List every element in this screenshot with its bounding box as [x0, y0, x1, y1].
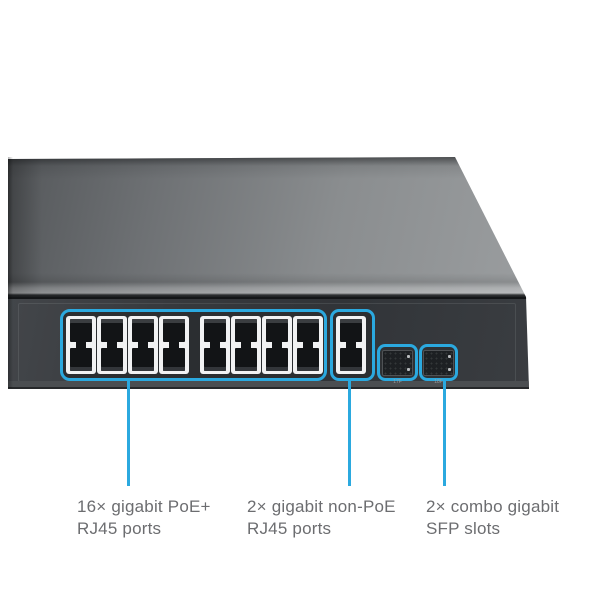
rj45-jack-top — [235, 319, 257, 342]
rj45-port-pair — [159, 316, 189, 374]
annotation-sfp-line2: SFP slots — [426, 519, 501, 538]
rj45-center-tab — [272, 340, 282, 352]
rj45-jack-bottom — [163, 348, 185, 371]
switch-top-face — [8, 157, 526, 297]
chassis-bottom-edge — [8, 387, 529, 389]
rj45-port-pair — [262, 316, 292, 374]
rj45-center-tab — [346, 340, 356, 352]
rj45-port-pair — [293, 316, 323, 374]
rj45-jack-bottom — [340, 348, 362, 371]
annotation-sfp-slots: 2× combo gigabit SFP slots — [426, 496, 559, 540]
rj45-center-tab — [76, 340, 86, 352]
rj45-jack-top — [163, 319, 185, 342]
rj45-jack-top — [101, 319, 123, 342]
rj45-jack-top — [70, 319, 92, 342]
sfp-port-label-2: 18F — [434, 379, 443, 385]
poe-ports-row — [63, 312, 324, 374]
rj45-jack-bottom — [235, 348, 257, 371]
rj45-center-tab — [210, 340, 220, 352]
rj45-jack-top — [266, 319, 288, 342]
rj45-port-pair — [128, 316, 158, 374]
rj45-port-pair — [231, 316, 261, 374]
annotation-poe-line1: 16× gigabit PoE+ — [77, 497, 211, 516]
rj45-port-pair — [336, 316, 366, 374]
rj45-jack-bottom — [266, 348, 288, 371]
rj45-center-tab — [107, 340, 117, 352]
callout-line-nonpoe — [348, 381, 351, 486]
rj45-center-tab — [303, 340, 313, 352]
rj45-jack-bottom — [204, 348, 226, 371]
rj45-port-pair — [200, 316, 230, 374]
sfp-cage-1 — [382, 350, 413, 376]
annotation-nonpoe-line2: RJ45 ports — [247, 519, 332, 538]
rj45-jack-top — [297, 319, 319, 342]
nonpoe-ports-row — [333, 312, 372, 374]
rj45-center-tab — [241, 340, 251, 352]
rj45-center-tab — [169, 340, 179, 352]
chassis-bottom-bezel — [8, 381, 529, 387]
sfp-cage-2 — [423, 350, 454, 376]
rj45-jack-bottom — [101, 348, 123, 371]
rj45-jack-bottom — [132, 348, 154, 371]
poe-ports-highlight-box — [60, 309, 327, 381]
annotation-poe-ports: 16× gigabit PoE+ RJ45 ports — [77, 496, 211, 540]
nonpoe-ports-highlight-box — [330, 309, 375, 381]
rj45-port-pair — [97, 316, 127, 374]
annotation-sfp-line1: 2× combo gigabit — [426, 497, 560, 516]
rj45-jack-bottom — [70, 348, 92, 371]
rj45-center-tab — [138, 340, 148, 352]
rj45-jack-top — [132, 319, 154, 342]
annotation-nonpoe-line1: 2× gigabit non-PoE — [247, 497, 396, 516]
callout-line-sfp — [443, 381, 446, 486]
callout-line-poe — [127, 381, 130, 486]
rj45-port-pair — [66, 316, 96, 374]
chassis-left-edge-shade — [8, 157, 13, 388]
sfp-slot-2-highlight-box — [419, 344, 458, 381]
rj45-jack-bottom — [297, 348, 319, 371]
annotation-nonpoe-ports: 2× gigabit non-PoE RJ45 ports — [247, 496, 396, 540]
sfp-slot-1-highlight-box — [377, 344, 418, 381]
sfp-port-label-1: 17F — [393, 379, 402, 385]
annotation-poe-line2: RJ45 ports — [77, 519, 162, 538]
rj45-jack-top — [340, 319, 362, 342]
rj45-jack-top — [204, 319, 226, 342]
